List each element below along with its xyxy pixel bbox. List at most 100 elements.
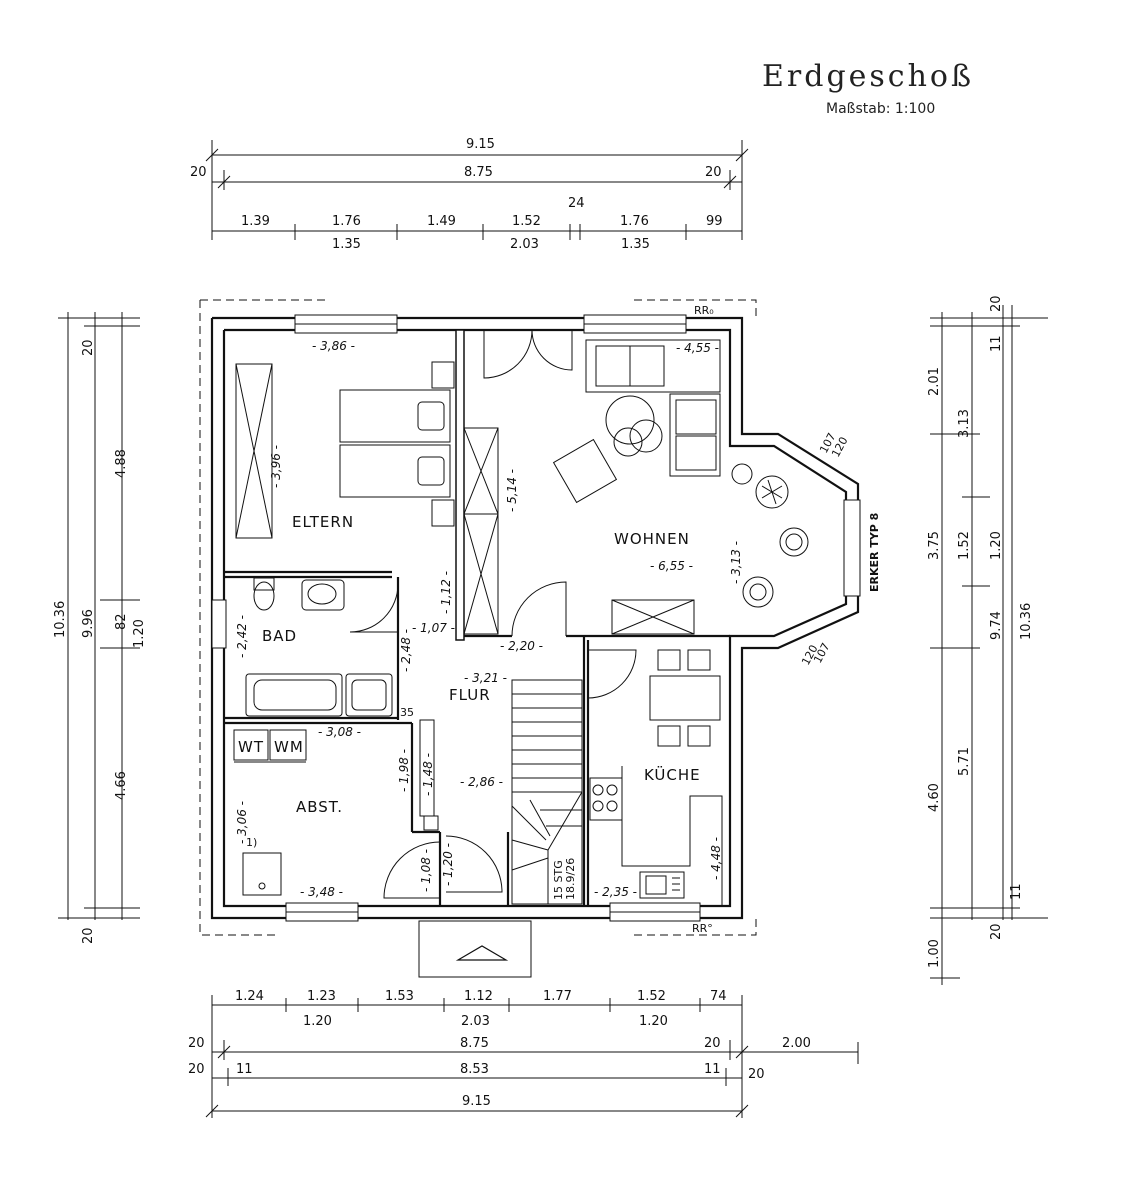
dim-bot-wall-left2: 20: [188, 1062, 205, 1077]
dim-wohnen-w: - 6,55 -: [650, 559, 693, 573]
kitchen-furniture: [589, 649, 723, 906]
dim-left-8: 20: [81, 927, 96, 944]
dim-bot-r1-4: 1.12: [464, 989, 493, 1004]
dim-abst-h: - 3,06 -: [235, 801, 249, 844]
dim-right-13: 11: [1009, 883, 1024, 900]
dim-top-note: 24: [568, 196, 585, 211]
dim-bot-inner: 8.75: [460, 1036, 489, 1051]
exterior-walls: [210, 316, 860, 920]
scale-label: Maßstab: 1:100: [826, 101, 935, 117]
dim-top-overall: 9.15: [466, 137, 495, 152]
dim-bot-r1-2: 1.23: [307, 989, 336, 1004]
bath-fixtures: [245, 577, 393, 717]
rr-top-label: RR₀: [694, 304, 714, 317]
dim-bot-r1-7: 74: [710, 989, 727, 1004]
dim-kueche-h: - 4,48 -: [709, 837, 723, 880]
dim-right-11: 5.71: [957, 747, 972, 776]
dim-bot-r1-5: 1.77: [543, 989, 572, 1004]
staircase: [511, 679, 583, 905]
utility-fixtures: [233, 719, 439, 896]
dim-bot-overall: 9.15: [462, 1094, 491, 1109]
dim-right-6: 1.52: [957, 531, 972, 560]
doors: [349, 329, 637, 899]
room-label-wohnen: WOHNEN: [614, 530, 690, 548]
dim-left-5: 82: [114, 613, 129, 630]
dim-bot-r1-6: 1.52: [637, 989, 666, 1004]
living-furniture: [552, 339, 809, 635]
wm-label: WM: [274, 738, 304, 756]
dim-top-wall-right: 20: [705, 165, 722, 180]
bedroom-furniture: [235, 361, 455, 539]
room-label-kueche: KÜCHE: [644, 765, 701, 784]
wardrobe: [463, 427, 499, 635]
room-label-abst: ABST.: [296, 798, 343, 816]
dim-bad-a: - 1,12 -: [439, 571, 453, 614]
dim-top-r1-5: 1.76: [620, 214, 649, 229]
dim-top-inner: 8.75: [464, 165, 493, 180]
dim-bot-wall-right2: 20: [748, 1067, 765, 1082]
dim-top-r1-2: 1.76: [332, 214, 361, 229]
dim-right-2: 11: [989, 335, 1004, 352]
dim-top-r2-2: 2.03: [510, 237, 539, 252]
stairs-ratio: 18.9/26: [564, 858, 577, 900]
dim-right-9: 10.36: [1019, 603, 1034, 640]
dim-right-10: 4.60: [927, 783, 942, 812]
dim-bad-b: - 1,07 -: [412, 621, 455, 635]
dim-left-7: 4.66: [114, 771, 129, 800]
dim-wohnen-h: - 3,13 -: [729, 541, 743, 584]
windows: [211, 314, 861, 922]
dim-top-r1-3: 1.49: [427, 214, 456, 229]
dimensions-left: 20 4.88 10.36 9.96 82 1.20 4.66 20: [53, 312, 147, 944]
wt-label: WT: [238, 738, 264, 756]
dim-bot-inner-wall-left: 11: [236, 1062, 253, 1077]
dim-bot-r2-3: 1.20: [639, 1014, 668, 1029]
dim-left-3: 10.36: [53, 601, 68, 638]
stairs-count: 15 STG: [552, 860, 565, 900]
dim-eltern-w: - 3,86 -: [312, 339, 355, 353]
dim-right-1: 20: [989, 295, 1004, 312]
dim-bot-r2-2: 2.03: [461, 1014, 490, 1029]
plan-title: Erdgeschoß: [762, 59, 974, 94]
dim-left-4: 9.96: [81, 609, 96, 638]
dim-bot-inner-wall-right: 11: [704, 1062, 721, 1077]
dim-bot-r2-1: 1.20: [303, 1014, 332, 1029]
dim-abst-d: - 1,20 -: [441, 843, 455, 886]
interior-walls: [224, 329, 730, 906]
dim-top-r2-3: 1.35: [621, 237, 650, 252]
dim-right-8: 9.74: [989, 611, 1004, 640]
dim-bot-clear: 8.53: [460, 1062, 489, 1077]
bay-window-label: ERKER TYP 8: [868, 513, 881, 592]
dim-right-5: 3.75: [927, 531, 942, 560]
room-label-flur: FLUR: [449, 686, 491, 704]
dimensions-top: 9.15 20 8.75 20 24 1.39 1.76 1.49 1.52 1…: [190, 137, 749, 252]
room-label-bad: BAD: [262, 627, 297, 645]
dim-bot-extra: 2.00: [782, 1036, 811, 1051]
dim-wohnen-top: - 4,55 -: [676, 341, 719, 355]
dim-wardrobe: - 5,14 -: [505, 469, 519, 512]
label-35: 35: [400, 706, 414, 719]
dim-flur-top: - 2,20 -: [500, 639, 543, 653]
dim-bot-r1-1: 1.24: [235, 989, 264, 1004]
dim-abst-bottom: - 3,48 -: [300, 885, 343, 899]
rr-bottom-label: RR°: [692, 922, 713, 935]
room-dimensions: - 3,86 - - 3,96 - - 6,55 - - 3,13 - - 4,…: [235, 339, 743, 899]
dim-kueche-w: - 2,35 -: [594, 885, 637, 899]
dim-abst-a: - 1,98 -: [397, 749, 411, 792]
room-label-eltern: ELTERN: [292, 513, 354, 531]
dimensions-bottom: 1.24 1.23 1.53 1.12 1.77 1.52 74 1.20 2.…: [188, 989, 859, 1118]
dim-top-wall-left: 20: [190, 165, 207, 180]
entrance: [418, 920, 532, 978]
dim-bot-wall-left: 20: [188, 1036, 205, 1051]
dim-bot-r1-3: 1.53: [385, 989, 414, 1004]
dim-top-r1-6: 99: [706, 214, 723, 229]
dim-left-2: 4.88: [114, 449, 129, 478]
dim-flur-w: - 3,21 -: [464, 671, 507, 685]
dim-top-r1-4: 1.52: [512, 214, 541, 229]
dim-eltern-h: - 3,96 -: [269, 445, 283, 488]
dim-right-4: 3.13: [957, 409, 972, 438]
dimensions-right: 20 11 2.01 3.13 3.75 1.52 1.20 9.74 10.3…: [927, 295, 1048, 985]
dim-bad-h: - 2,42 -: [235, 615, 249, 658]
dim-right-7: 1.20: [989, 531, 1004, 560]
dim-right-12: 20: [989, 923, 1004, 940]
